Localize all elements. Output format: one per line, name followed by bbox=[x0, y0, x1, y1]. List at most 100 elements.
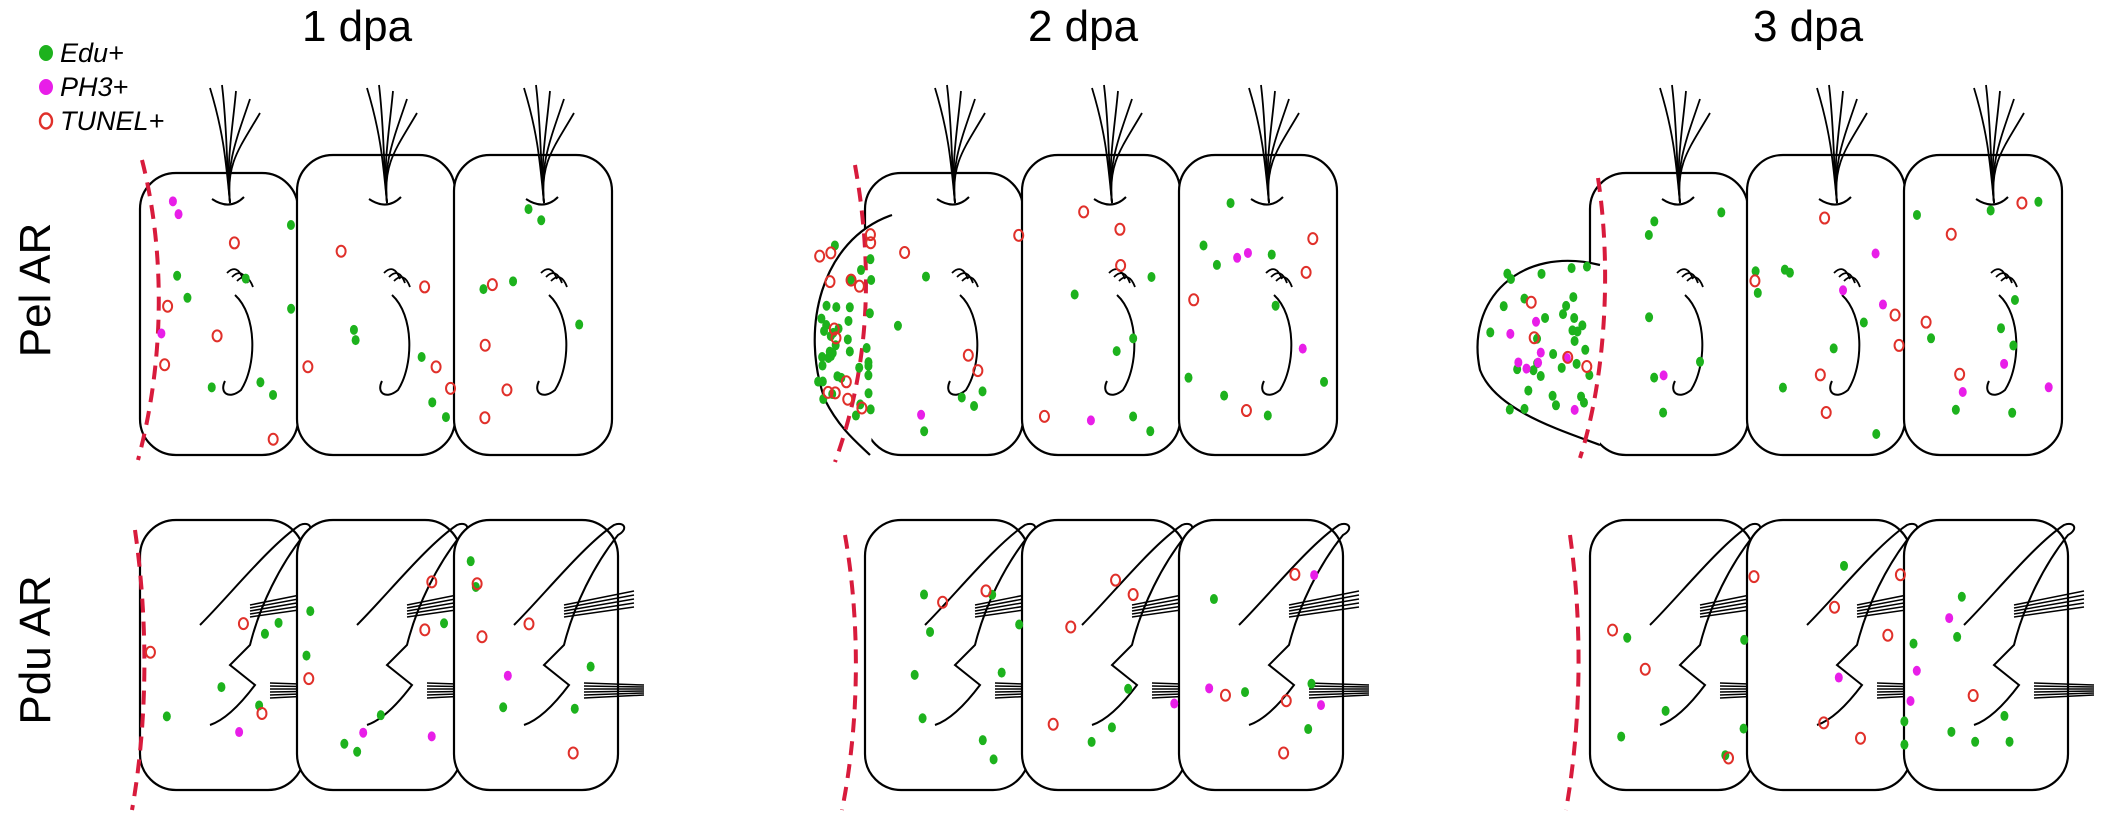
edu-cell-marker bbox=[1573, 326, 1582, 337]
edu-cell-marker bbox=[970, 401, 979, 412]
ph3-cell-marker bbox=[1506, 328, 1515, 339]
ph3-cell-marker bbox=[1945, 613, 1954, 624]
pdu-segment bbox=[1902, 518, 2070, 792]
ph3-cell-marker bbox=[157, 328, 166, 339]
tunel-cell-marker bbox=[1581, 360, 1593, 374]
edu-cell-marker bbox=[864, 370, 873, 381]
ph3-cell-marker bbox=[168, 196, 177, 207]
ph3-cell-marker bbox=[1522, 363, 1531, 374]
amputation-line bbox=[1578, 177, 1608, 459]
edu-cell-marker bbox=[537, 215, 546, 226]
edu-cell-marker bbox=[828, 347, 837, 358]
amputation-line bbox=[1564, 534, 1581, 811]
tunel-cell-marker bbox=[1607, 623, 1619, 637]
edu-cell-marker bbox=[1570, 313, 1579, 324]
edu-cell-marker bbox=[926, 626, 935, 637]
tunel-cell-marker bbox=[479, 338, 491, 352]
edu-cell-marker bbox=[570, 703, 579, 714]
edu-cell-marker bbox=[269, 389, 278, 400]
edu-cell-marker bbox=[1241, 687, 1250, 698]
edu-cell-marker bbox=[2009, 340, 2018, 351]
edu-cell-marker bbox=[2034, 196, 2043, 207]
ph3-cell-marker bbox=[1570, 404, 1579, 415]
edu-cell-marker bbox=[1129, 333, 1138, 344]
tunel-cell-marker bbox=[1278, 746, 1290, 760]
ph3-cell-marker bbox=[1532, 316, 1541, 327]
ph3-cell-marker bbox=[1659, 370, 1668, 381]
ph3-cell-marker bbox=[1871, 248, 1880, 259]
edu-cell-marker bbox=[1971, 736, 1980, 747]
edu-cell-marker bbox=[1320, 376, 1329, 387]
edu-cell-marker bbox=[351, 335, 360, 346]
tunel-cell-marker bbox=[211, 329, 223, 343]
edu-cell-marker bbox=[302, 650, 311, 661]
edu-cell-marker bbox=[1927, 333, 1936, 344]
edu-cell-marker bbox=[1499, 301, 1508, 312]
edu-cell-marker bbox=[866, 254, 875, 265]
edu-cell-marker bbox=[864, 360, 873, 371]
column-title-2dpa: 2 dpa bbox=[1027, 2, 1139, 51]
edu-cell-marker bbox=[1740, 634, 1749, 645]
edu-cell-marker bbox=[1900, 716, 1909, 727]
edu-cell-marker bbox=[499, 702, 508, 713]
pel-segment bbox=[1177, 153, 1339, 457]
edu-cell-marker bbox=[509, 276, 518, 287]
edu-cell-marker bbox=[1147, 271, 1156, 282]
edu-cell-marker bbox=[1951, 404, 1960, 415]
edu-cell-marker bbox=[1271, 300, 1280, 311]
edu-cell-marker bbox=[1872, 428, 1881, 439]
tunel-cell-marker bbox=[256, 706, 268, 720]
edu-cell-marker bbox=[978, 735, 987, 746]
tunel-cell-marker bbox=[828, 322, 840, 336]
edu-cell-marker bbox=[864, 388, 873, 399]
ph3-cell-marker bbox=[2000, 358, 2009, 369]
tunel-cell-marker bbox=[501, 383, 513, 397]
tunel-cell-marker bbox=[567, 746, 579, 760]
edu-cell-marker bbox=[862, 343, 871, 354]
edu-cell-marker bbox=[921, 271, 930, 282]
pdu-jaw bbox=[1963, 523, 2095, 726]
edu-cell-marker bbox=[207, 382, 216, 393]
edu-cell-marker bbox=[1617, 731, 1626, 742]
edu-cell-marker bbox=[2005, 736, 2014, 747]
legend-label-ph3: PH3+ bbox=[60, 72, 129, 102]
edu-cell-marker bbox=[1557, 362, 1566, 373]
tunel-cell-marker bbox=[845, 273, 857, 287]
ph3-cell-marker bbox=[1310, 570, 1319, 581]
parapodium-hook bbox=[1672, 268, 1704, 396]
ph3-cell-marker bbox=[1912, 665, 1921, 676]
tunel-cell-marker bbox=[303, 672, 315, 686]
tunel-cell-marker bbox=[1639, 662, 1651, 676]
edu-cell-marker bbox=[349, 324, 358, 335]
tunel-cell-marker bbox=[864, 228, 876, 242]
ph3-cell-marker bbox=[235, 727, 244, 738]
pdu-panel-2 bbox=[863, 518, 1370, 792]
ph3-cell-marker bbox=[917, 409, 926, 420]
edu-cell-marker bbox=[1209, 594, 1218, 605]
edu-cell-marker bbox=[1129, 411, 1138, 422]
edu-cell-marker bbox=[1541, 312, 1550, 323]
edu-cell-marker bbox=[260, 628, 269, 639]
edu-cell-marker bbox=[920, 426, 929, 437]
edu-cell-marker bbox=[814, 376, 823, 387]
edu-cell-marker bbox=[2008, 407, 2017, 418]
edu-cell-marker bbox=[1124, 683, 1133, 694]
pel-segment bbox=[138, 171, 300, 457]
edu-cell-marker bbox=[1551, 400, 1560, 411]
edu-cell-marker bbox=[855, 362, 864, 373]
tunel-cell-marker bbox=[1945, 227, 1957, 241]
edu-cell-marker bbox=[1859, 317, 1868, 328]
pdu-segment bbox=[1177, 518, 1345, 792]
tunel-cell-marker bbox=[1723, 751, 1735, 765]
tunel-cell-marker bbox=[1528, 331, 1540, 345]
tunel-cell-marker bbox=[1114, 222, 1126, 236]
edu-cell-marker bbox=[1070, 289, 1079, 300]
tunel-cell-marker bbox=[1065, 620, 1077, 634]
edu-cell-marker bbox=[256, 377, 265, 388]
ph3-cell-marker bbox=[174, 209, 183, 220]
tunel-cell-marker bbox=[899, 245, 911, 259]
edu-cell-marker bbox=[832, 302, 841, 313]
edu-cell-marker bbox=[1536, 371, 1545, 382]
parapodium-hook bbox=[947, 268, 979, 396]
ph3-cell-marker bbox=[1170, 698, 1179, 709]
